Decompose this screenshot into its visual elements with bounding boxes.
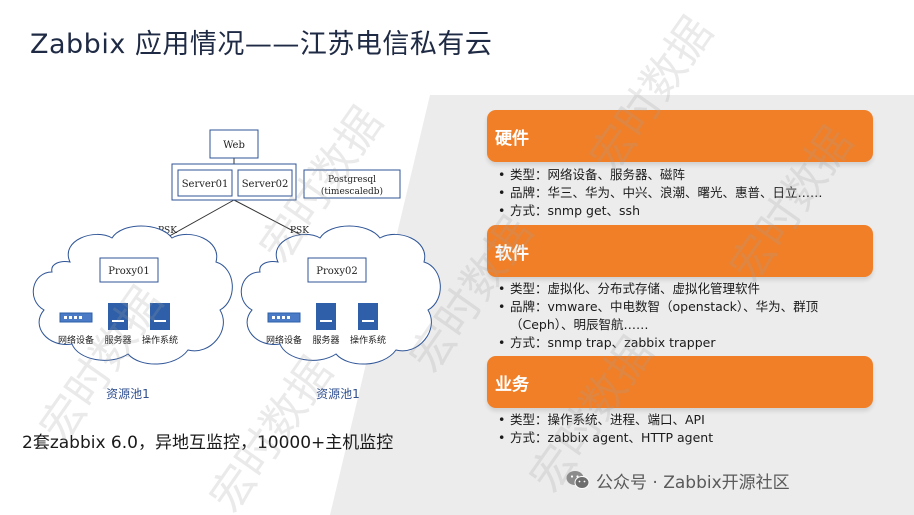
panel-software-header: 软件 [487, 225, 873, 277]
postgres-box [303, 169, 401, 199]
bullet-text: 方式：snmp trap、zabbix trapper [510, 335, 716, 350]
cloud-left [32, 225, 233, 365]
proxy1-label: Proxy01 [108, 266, 150, 277]
footer-text: 公众号 · Zabbix开源社区 [596, 472, 790, 493]
device-label: 网络设备 [58, 334, 94, 346]
web-label: Web [223, 140, 245, 151]
proxy2-box [307, 257, 367, 283]
panel-software-title: 软件 [495, 244, 529, 264]
server1-label: Server01 [182, 179, 229, 190]
footer: 公众号 · Zabbix开源社区 [566, 467, 790, 493]
panel-hardware-header: 硬件 [487, 110, 873, 162]
list-item: • 方式：zabbix agent、HTTP agent [498, 429, 713, 447]
server1-box [177, 169, 233, 197]
psk-right-label: PSK [290, 226, 309, 236]
bullet-dot: • [498, 412, 506, 427]
panel-software-list: • 类型：虚拟化、分布式存储、虚拟化管理软件 • 品牌：vmware、中电数智（op… [498, 280, 818, 352]
web-box [209, 129, 259, 159]
device-label: 网络设备 [266, 334, 302, 346]
bullet-dot: • [498, 203, 506, 218]
pool-left-label: 资源池1 [106, 387, 150, 401]
proxy2-label: Proxy02 [316, 266, 358, 277]
pool-right-label: 资源池1 [316, 387, 360, 401]
bullet-dot: • [498, 299, 506, 314]
cloud-right [240, 225, 441, 365]
postgres-label-line2: (timescaledb) [321, 186, 383, 197]
list-item: （Ceph）、明辰智航…… [498, 316, 818, 334]
bullet-dot: • [498, 167, 506, 182]
device-label: 操作系统 [350, 334, 386, 346]
server2-box [237, 169, 293, 197]
summary-caption: 2套zabbix 6.0，异地互监控，10000+主机监控 [22, 433, 394, 453]
bullet-dot: • [498, 430, 506, 445]
panel-hardware-title: 硬件 [495, 129, 529, 149]
bullet-text: （Ceph）、明辰智航…… [510, 317, 649, 332]
list-item: • 类型：操作系统、进程、端口、API [498, 411, 713, 429]
network-switch-icon [267, 312, 301, 323]
slide-title: Zabbix 应用情况——江苏电信私有云 [30, 29, 493, 60]
list-item: • 方式：snmp trap、zabbix trapper [498, 334, 818, 352]
psk-left-label: PSK [158, 226, 177, 236]
bullet-text: 类型：网络设备、服务器、磁阵 [510, 167, 686, 182]
panel-business-header: 业务 [487, 356, 873, 408]
bullet-dot: • [498, 335, 506, 350]
list-item: • 类型：虚拟化、分布式存储、虚拟化管理软件 [498, 280, 818, 298]
server-icon [316, 303, 336, 330]
device-label: 服务器 [104, 334, 131, 346]
list-item: • 方式：snmp get、ssh [498, 202, 823, 220]
bullet-dot: • [498, 281, 506, 296]
panel-business-list: • 类型：操作系统、进程、端口、API • 方式：zabbix agent、HTTP… [498, 411, 713, 447]
proxy1-box [99, 257, 159, 283]
postgres-label-line1: Postgresql [328, 175, 376, 185]
bullet-dot: • [498, 185, 506, 200]
bullet-text: 品牌：vmware、中电数智（openstack）、华为、群顶 [510, 299, 819, 314]
server2-label: Server02 [242, 179, 289, 190]
bullet-text: 品牌：华三、华为、中兴、浪潮、曙光、惠普、日立…… [510, 185, 823, 200]
bullet-text: 方式：snmp get、ssh [510, 203, 640, 218]
server-os-icon [150, 303, 170, 330]
server-os-icon [358, 303, 378, 330]
architecture-diagram: Web Server01 Server02 Postgresql (timesc… [32, 129, 441, 401]
list-item: • 品牌：华三、华为、中兴、浪潮、曙光、惠普、日立…… [498, 184, 823, 202]
bullet-text: 类型：操作系统、进程、端口、API [510, 412, 705, 427]
network-switch-icon [59, 312, 93, 323]
list-item: • 类型：网络设备、服务器、磁阵 [498, 166, 823, 184]
panel-hardware-list: • 类型：网络设备、服务器、磁阵 • 品牌：华三、华为、中兴、浪潮、曙光、惠普、日立… [498, 166, 823, 220]
server-icon [108, 303, 128, 330]
bullet-text: 类型：虚拟化、分布式存储、虚拟化管理软件 [510, 281, 761, 296]
wechat-icon [566, 471, 590, 489]
bullet-text: 方式：zabbix agent、HTTP agent [510, 430, 714, 445]
device-label: 操作系统 [142, 334, 178, 346]
panel-business-title: 业务 [495, 375, 529, 395]
device-label: 服务器 [312, 334, 339, 346]
list-item: • 品牌：vmware、中电数智（openstack）、华为、群顶 [498, 298, 818, 316]
